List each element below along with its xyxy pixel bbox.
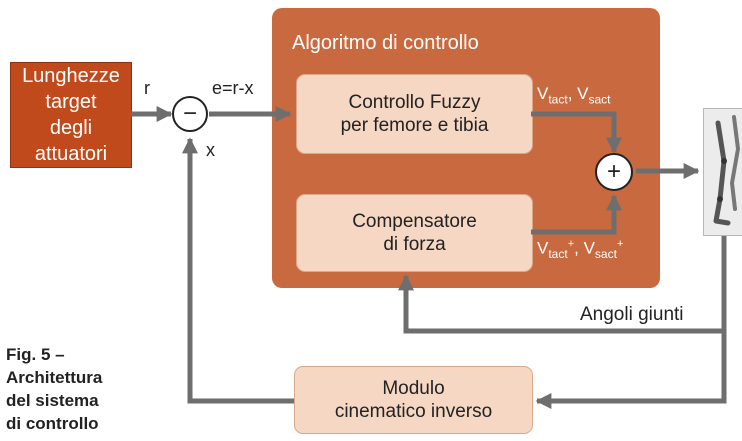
- summing-plus-sign: +: [606, 158, 621, 185]
- label-x: x: [206, 140, 215, 160]
- kinematic-line-2: cinematico inverso: [334, 401, 493, 422]
- compensator-line-1: Compensatore: [352, 211, 477, 232]
- force-compensator-box: Compensatore di forza: [296, 194, 533, 272]
- caption-line-4: di controllo: [6, 414, 99, 433]
- label-fuzzy-output: Vtact, Vsact: [537, 84, 611, 107]
- target-line-3: degli: [49, 117, 93, 139]
- arrow-joint-angles-to-compensator: [397, 236, 727, 334]
- label-joint-angles: Angoli giunti: [580, 304, 684, 325]
- label-compensator-output: Vtact+, Vsact+: [537, 238, 624, 262]
- target-line-4: attuatori: [34, 143, 108, 165]
- arrow-compensator-to-sum: [531, 194, 623, 235]
- label-r: r: [144, 78, 150, 98]
- robot-leg-image: [703, 108, 742, 236]
- arrow-joint-angles-to-kinematics: [535, 331, 727, 410]
- caption-line-2: Architettura: [6, 368, 103, 387]
- label-error: e=r-x: [212, 78, 254, 98]
- caption-line-1: Fig. 5 –: [6, 345, 65, 364]
- arrow-fuzzy-to-sum: [531, 111, 623, 154]
- summing-circle: [595, 153, 633, 191]
- figure-caption: Fig. 5 – Architettura del sistema di con…: [6, 343, 102, 435]
- fuzzy-control-box: Controllo Fuzzy per femore e tibia: [296, 74, 533, 154]
- compensator-line-2: di forza: [383, 234, 446, 255]
- comparator-circle: [172, 96, 208, 132]
- target-lengths-block: Lunghezze target degli attuatori: [10, 62, 132, 168]
- kinematic-line-1: Modulo: [382, 378, 445, 399]
- arrow-kinematics-to-comparator: [181, 137, 294, 404]
- target-line-2: target: [45, 91, 97, 113]
- fuzzy-line-1: Controllo Fuzzy: [348, 92, 481, 113]
- control-algorithm-title: Algoritmo di controllo: [292, 32, 479, 54]
- inverse-kinematics-box: Modulo cinematico inverso: [294, 366, 533, 434]
- fuzzy-line-2: per femore e tibia: [340, 115, 489, 136]
- target-line-1: Lunghezze: [22, 65, 120, 87]
- caption-line-3: del sistema: [6, 391, 99, 410]
- comparator-minus-sign: −: [182, 100, 197, 127]
